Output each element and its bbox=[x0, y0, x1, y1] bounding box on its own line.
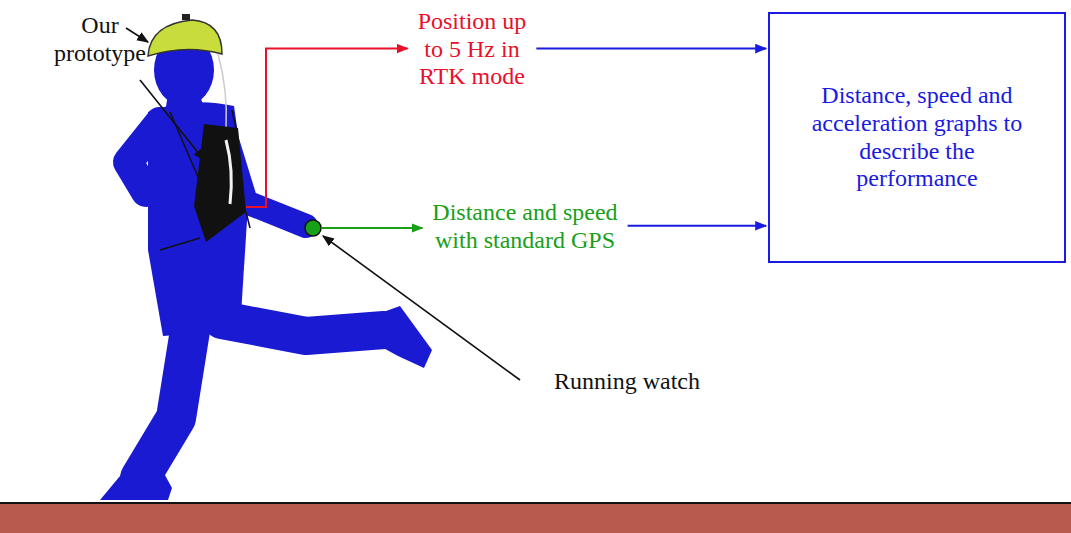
vest-reflector bbox=[226, 140, 231, 204]
vest-strap bbox=[246, 212, 250, 228]
watch-label: Running watch bbox=[527, 368, 727, 396]
signal-arrow bbox=[322, 227, 422, 229]
node-text: Distance, speed and acceleration graphs … bbox=[811, 82, 1023, 192]
receiver-vest bbox=[194, 124, 246, 242]
leader-line bbox=[323, 236, 520, 380]
ground-track bbox=[0, 503, 1071, 533]
vest-strap bbox=[160, 238, 200, 250]
rtk-output-text: Position up to 5 Hz in RTK mode bbox=[410, 8, 535, 91]
flow-arrow bbox=[536, 48, 766, 50]
helmet-antenna bbox=[148, 20, 222, 56]
running-watch bbox=[305, 220, 321, 236]
helmet-antenna-tip bbox=[182, 14, 190, 20]
vest-strap bbox=[232, 110, 236, 128]
leader-line bbox=[140, 80, 204, 160]
ground-line bbox=[0, 502, 1071, 504]
flow-arrow bbox=[628, 225, 766, 227]
result-box: Distance, speed and acceleration graphs … bbox=[768, 12, 1066, 263]
gps-output-text: Distance and speed with standard GPS bbox=[423, 199, 628, 254]
runner-silhouette bbox=[100, 34, 432, 500]
prototype-label: Our prototype bbox=[44, 12, 156, 67]
node-text: Position up to 5 Hz in RTK mode bbox=[410, 8, 535, 91]
antenna-cable bbox=[218, 54, 226, 128]
signal-arrow bbox=[246, 49, 408, 207]
node-text: Distance and speed with standard GPS bbox=[423, 199, 628, 254]
